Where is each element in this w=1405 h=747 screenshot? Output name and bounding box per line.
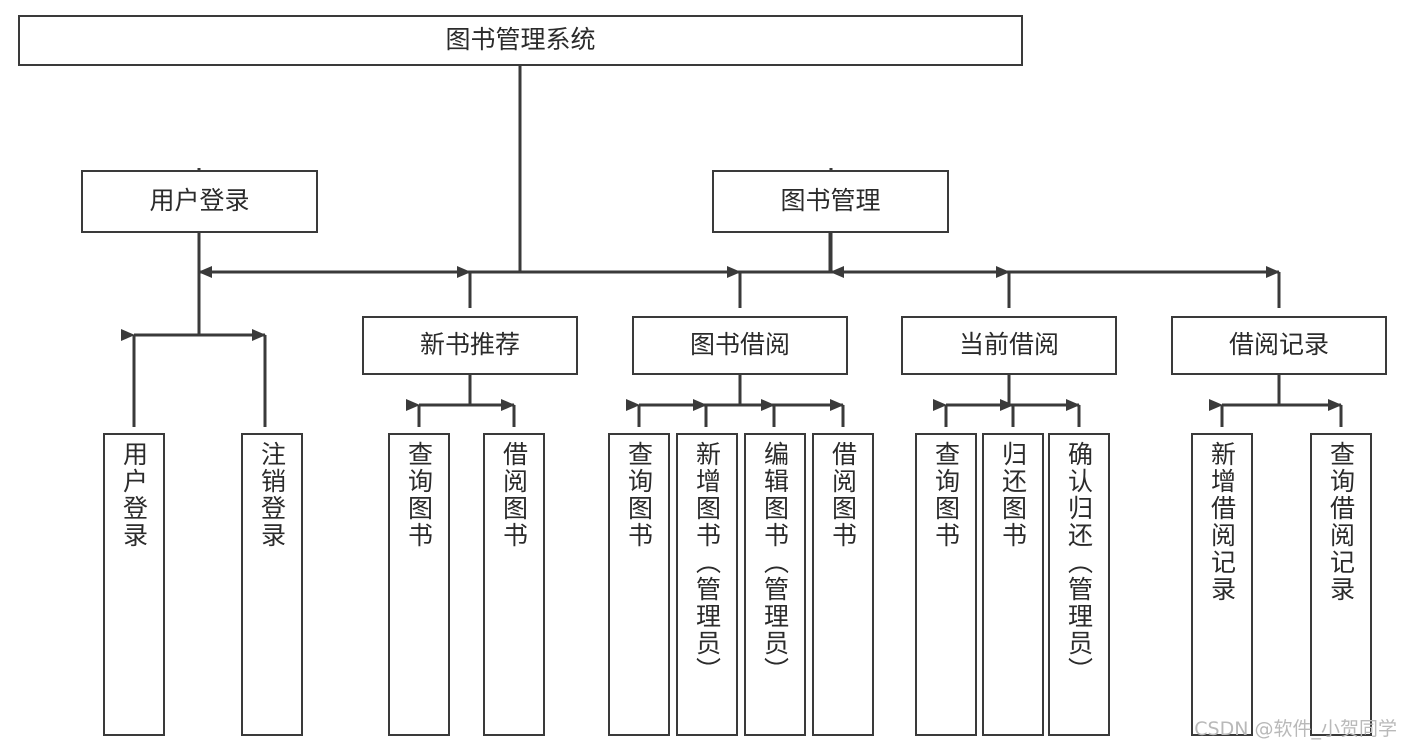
node-leaf-edit-book-label: 编辑图书（管理员） (760, 441, 790, 684)
node-leaf-logout-login[interactable]: 注销登录 (241, 433, 303, 736)
node-new-book-rec[interactable]: 新书推荐 (362, 316, 578, 375)
node-leaf-return-book[interactable]: 归还图书 (982, 433, 1044, 736)
node-leaf-query-record-label: 查询借阅记录 (1326, 441, 1356, 603)
node-book-manage[interactable]: 图书管理 (712, 170, 949, 233)
node-borrow-record-label: 借阅记录 (1228, 330, 1329, 360)
node-leaf-query-record[interactable]: 查询借阅记录 (1310, 433, 1372, 736)
node-book-manage-label: 图书管理 (780, 186, 881, 216)
node-leaf-user-login-label: 用户登录 (119, 441, 149, 549)
node-current-borrow-label: 当前借阅 (958, 330, 1059, 360)
node-root-label: 图书管理系统 (445, 25, 596, 55)
node-leaf-add-book-label: 新增图书（管理员） (692, 441, 722, 684)
node-book-borrow[interactable]: 图书借阅 (632, 316, 848, 375)
node-leaf-confirm-return-label: 确认归还（管理员） (1064, 441, 1094, 684)
node-leaf-edit-book[interactable]: 编辑图书（管理员） (744, 433, 806, 736)
node-borrow-record[interactable]: 借阅记录 (1171, 316, 1387, 375)
node-current-borrow[interactable]: 当前借阅 (901, 316, 1117, 375)
node-leaf-query-book-2[interactable]: 查询图书 (608, 433, 670, 736)
node-leaf-confirm-return[interactable]: 确认归还（管理员） (1048, 433, 1110, 736)
node-leaf-query-book-1-label: 查询图书 (404, 441, 434, 549)
node-root[interactable]: 图书管理系统 (18, 15, 1023, 66)
node-leaf-borrow-book-1-label: 借阅图书 (499, 441, 529, 549)
node-leaf-query-book-2-label: 查询图书 (624, 441, 654, 549)
node-leaf-query-book-1[interactable]: 查询图书 (388, 433, 450, 736)
node-new-book-rec-label: 新书推荐 (419, 330, 520, 360)
node-leaf-query-book-3[interactable]: 查询图书 (915, 433, 977, 736)
node-book-borrow-label: 图书借阅 (689, 330, 790, 360)
node-leaf-borrow-book-2[interactable]: 借阅图书 (812, 433, 874, 736)
node-leaf-borrow-book-1[interactable]: 借阅图书 (483, 433, 545, 736)
node-leaf-add-book[interactable]: 新增图书（管理员） (676, 433, 738, 736)
node-leaf-logout-login-label: 注销登录 (257, 441, 287, 549)
node-user-login[interactable]: 用户登录 (81, 170, 318, 233)
node-leaf-return-book-label: 归还图书 (998, 441, 1028, 549)
node-leaf-add-record[interactable]: 新增借阅记录 (1191, 433, 1253, 736)
node-user-login-label: 用户登录 (149, 186, 250, 216)
node-leaf-add-record-label: 新增借阅记录 (1207, 441, 1237, 603)
node-leaf-query-book-3-label: 查询图书 (931, 441, 961, 549)
node-leaf-user-login[interactable]: 用户登录 (103, 433, 165, 736)
node-leaf-borrow-book-2-label: 借阅图书 (828, 441, 858, 549)
